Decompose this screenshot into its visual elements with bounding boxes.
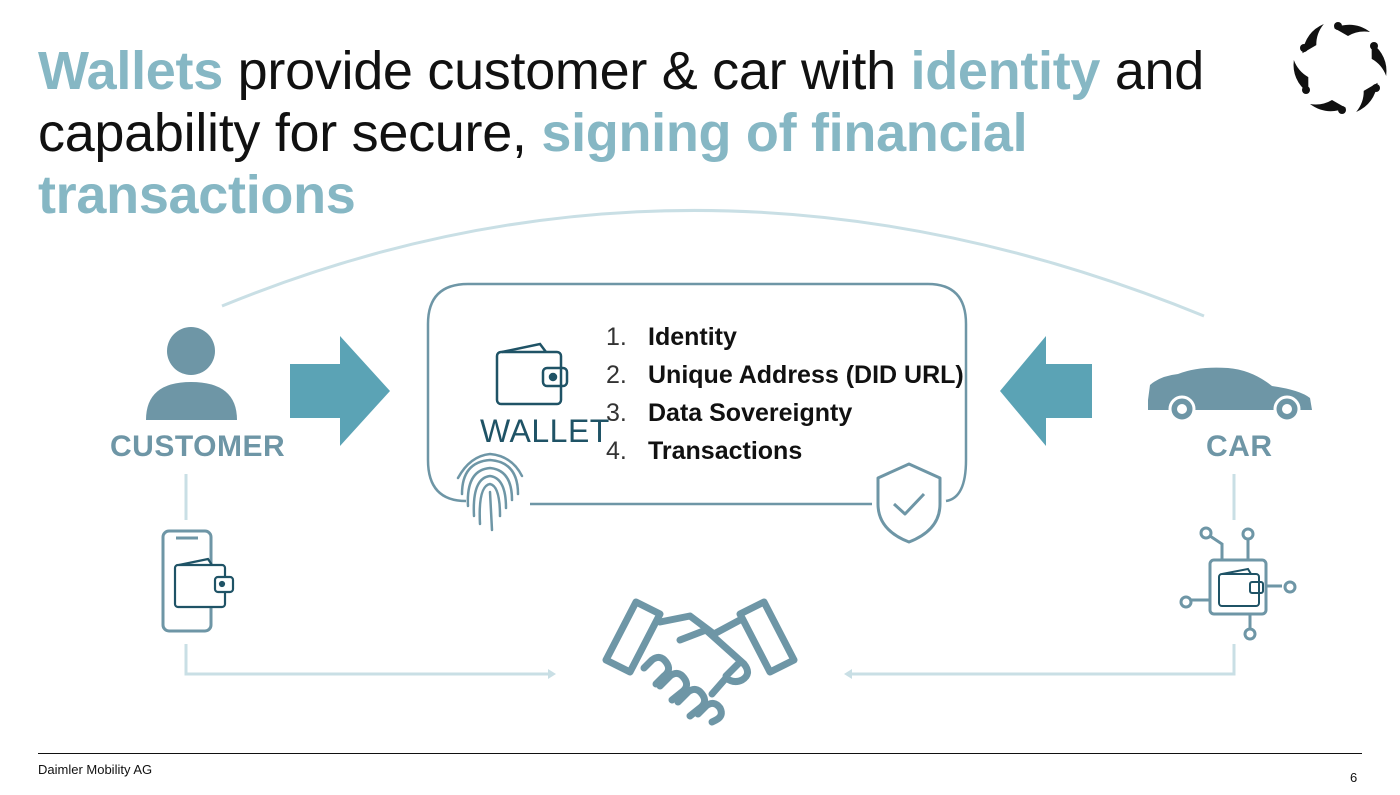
title-text-1: provide customer & car with (222, 41, 911, 101)
bottom-connectors (184, 474, 1236, 676)
customer-label: CUSTOMER (110, 430, 286, 463)
feature-text: Identity (648, 323, 737, 351)
footer-divider (38, 753, 1362, 754)
feature-item: 1. Identity (606, 318, 964, 356)
feature-text: Unique Address (DID URL) (648, 361, 964, 389)
chip-wallet-icon (1179, 526, 1297, 641)
footer-company: Daimler Mobility AG (38, 762, 153, 777)
feature-number: 4. (606, 437, 627, 465)
wallet-features-list: 1. Identity 2. Unique Address (DID URL) 3.… (606, 318, 964, 470)
handshake-icon (602, 598, 798, 726)
arrow-car-to-wallet (1000, 336, 1092, 446)
person-icon (146, 327, 237, 420)
feature-item: 3. Data Sovereignty (606, 394, 964, 432)
car-icon (1148, 367, 1312, 423)
feature-item: 2. Unique Address (DID URL) (606, 356, 964, 394)
top-arc-connector (221, 208, 1205, 318)
connector-arrowhead-left (548, 669, 556, 679)
wallet-label: WALLET (480, 413, 610, 449)
feature-number: 1. (606, 323, 627, 351)
shield-check-icon (876, 462, 942, 544)
title-accent-identity: identity (910, 41, 1101, 101)
feature-number: 3. (606, 399, 627, 427)
page-number: 6 (1350, 770, 1358, 785)
feature-text: Data Sovereignty (648, 399, 853, 427)
wallet-box (426, 282, 968, 503)
company-logo-icon (1293, 22, 1387, 114)
fingerprint-icon (456, 452, 524, 532)
arrow-customer-to-wallet (290, 336, 390, 446)
feature-text: Transactions (648, 437, 803, 465)
slide-title: Wallets provide customer & car with iden… (38, 40, 1298, 226)
feature-item: 4. Transactions (606, 432, 964, 470)
connector-arrowhead-right (844, 669, 852, 679)
wallet-icon (495, 342, 569, 406)
title-accent-wallets: Wallets (38, 41, 223, 101)
feature-number: 2. (606, 361, 627, 389)
title-accent-signing: signing of financial transactions (38, 103, 1028, 225)
car-label: CAR (1206, 430, 1273, 463)
phone-wallet-icon (161, 529, 235, 633)
title-text-2: and capability for secure, (38, 41, 1205, 163)
